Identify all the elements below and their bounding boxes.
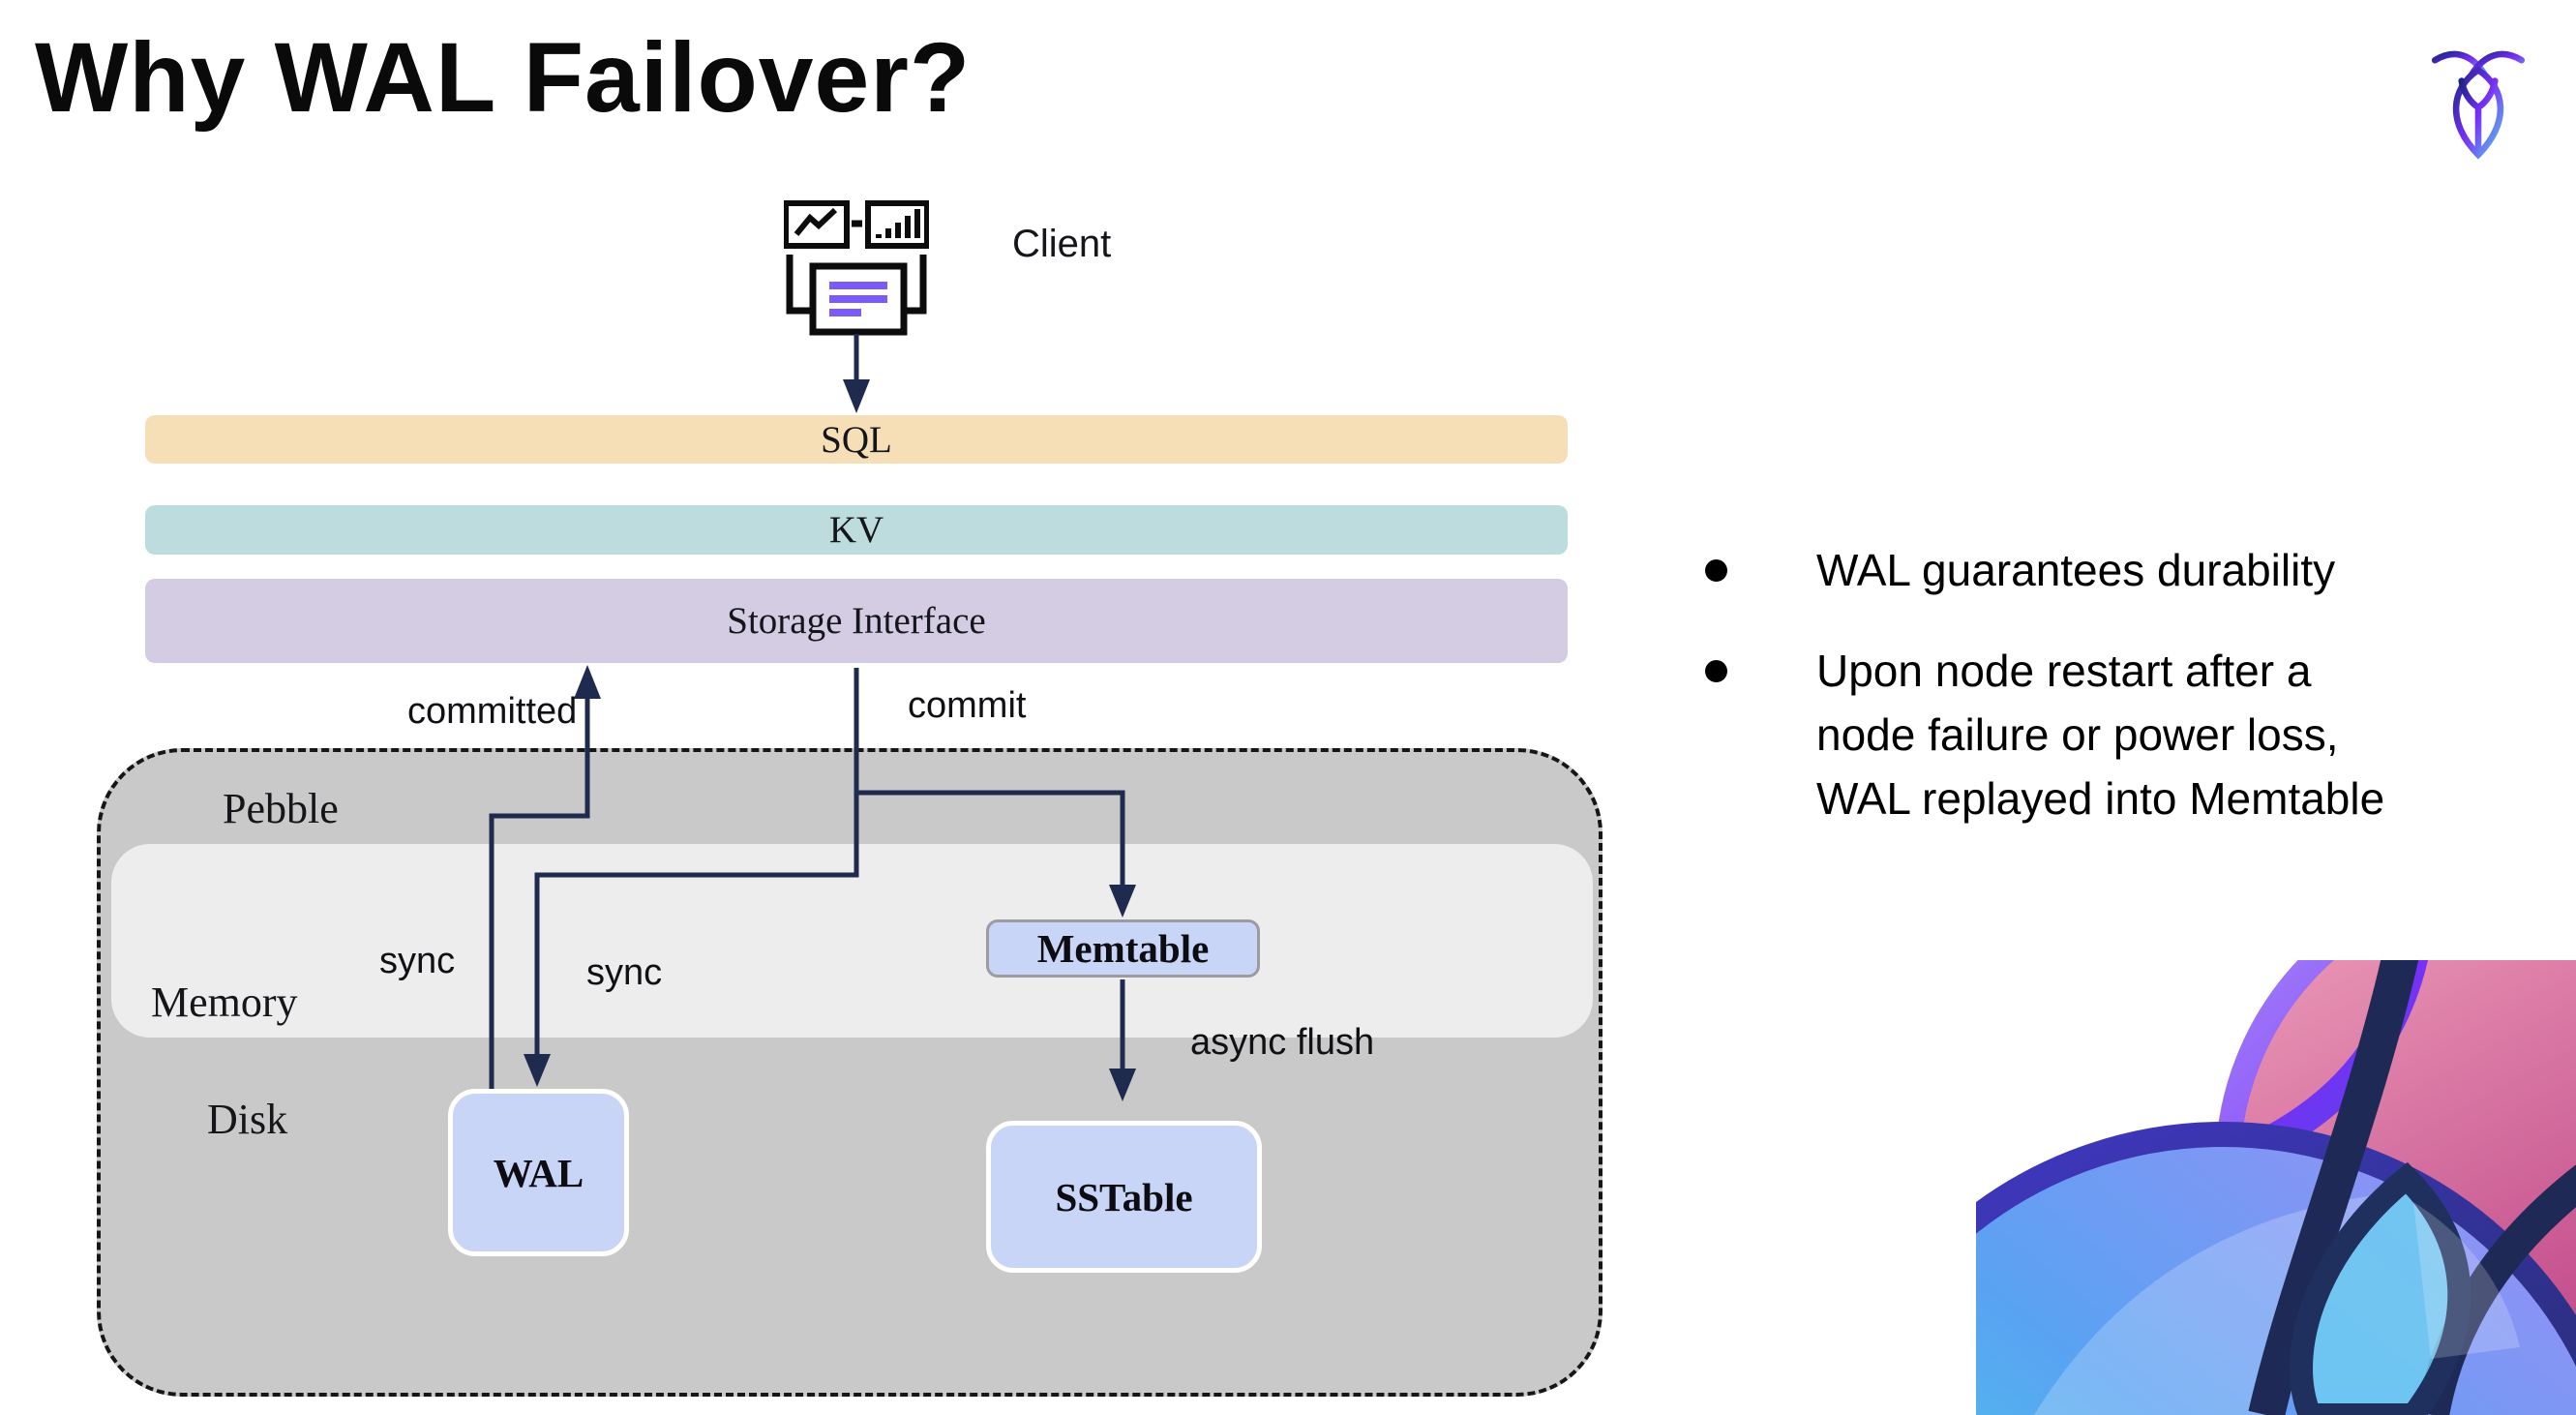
client-bracket-left <box>786 255 813 315</box>
layer-sql-label: SQL <box>821 418 892 461</box>
client-document-lines <box>829 282 887 316</box>
sstable-node: SSTable <box>986 1121 1262 1273</box>
layer-sql: SQL <box>145 415 1568 464</box>
bullet-item: WAL guarantees durability <box>1705 538 2537 602</box>
deco-leaf <box>2290 1161 2471 1415</box>
bullet-line: Upon node restart after a <box>1816 646 2312 696</box>
layer-storage-interface-label: Storage Interface <box>727 600 986 642</box>
bullet-dot <box>1705 660 1727 682</box>
memory-zone <box>111 844 1593 1038</box>
bullet-item: Upon node restart after a node failure o… <box>1705 639 2537 830</box>
client-bracket-right <box>900 255 927 315</box>
deco-navy-arc-left <box>2248 960 2419 1415</box>
page-title: Why WAL Failover? <box>35 22 972 133</box>
disk-zone-label: Disk <box>207 1096 288 1143</box>
logo-vein <box>2458 77 2499 157</box>
bullet-text: Upon node restart after a node failure o… <box>1816 639 2384 830</box>
client-icon <box>784 200 929 336</box>
client-label: Client <box>1012 223 1112 265</box>
memtable-node-label: Memtable <box>1036 926 1210 971</box>
client-barchart-glyph <box>876 209 920 238</box>
brand-decoration-graphic <box>1976 960 2576 1415</box>
layer-storage-interface: Storage Interface <box>145 579 1568 663</box>
arrowhead-client <box>843 379 870 413</box>
bullet-line: WAL guarantees durability <box>1816 545 2336 595</box>
layer-kv: KV <box>145 505 1568 555</box>
bullet-list: WAL guarantees durability Upon node rest… <box>1705 538 2537 867</box>
deco-light-wedge-2 <box>2413 1202 2520 1359</box>
memory-zone-label: Memory <box>151 978 298 1026</box>
edge-label-sync-left: sync <box>379 941 456 981</box>
deco-blue-band <box>1976 1122 2576 1368</box>
pebble-label: Pebble <box>223 785 339 832</box>
wal-node: WAL <box>448 1089 629 1256</box>
bullet-line: node failure or power loss, <box>1816 709 2339 760</box>
client-linechart-glyph <box>794 207 838 236</box>
arrowhead-committed <box>574 665 601 699</box>
edge-label-committed: committed <box>407 691 578 732</box>
bullet-dot <box>1705 559 1727 582</box>
edge-label-async-flush: async flush <box>1190 1022 1375 1063</box>
layer-kv-label: KV <box>828 509 884 551</box>
edge-label-sync-right: sync <box>586 952 663 993</box>
bullet-line: WAL replayed into Memtable <box>1816 773 2385 824</box>
wal-node-label: WAL <box>493 1150 584 1195</box>
memtable-node: Memtable <box>986 919 1260 978</box>
sstable-node-label: SSTable <box>1055 1174 1193 1219</box>
cockroachdb-logo-icon <box>2431 50 2526 160</box>
edge-label-commit: commit <box>908 685 1027 726</box>
bullet-text: WAL guarantees durability <box>1816 538 2335 602</box>
